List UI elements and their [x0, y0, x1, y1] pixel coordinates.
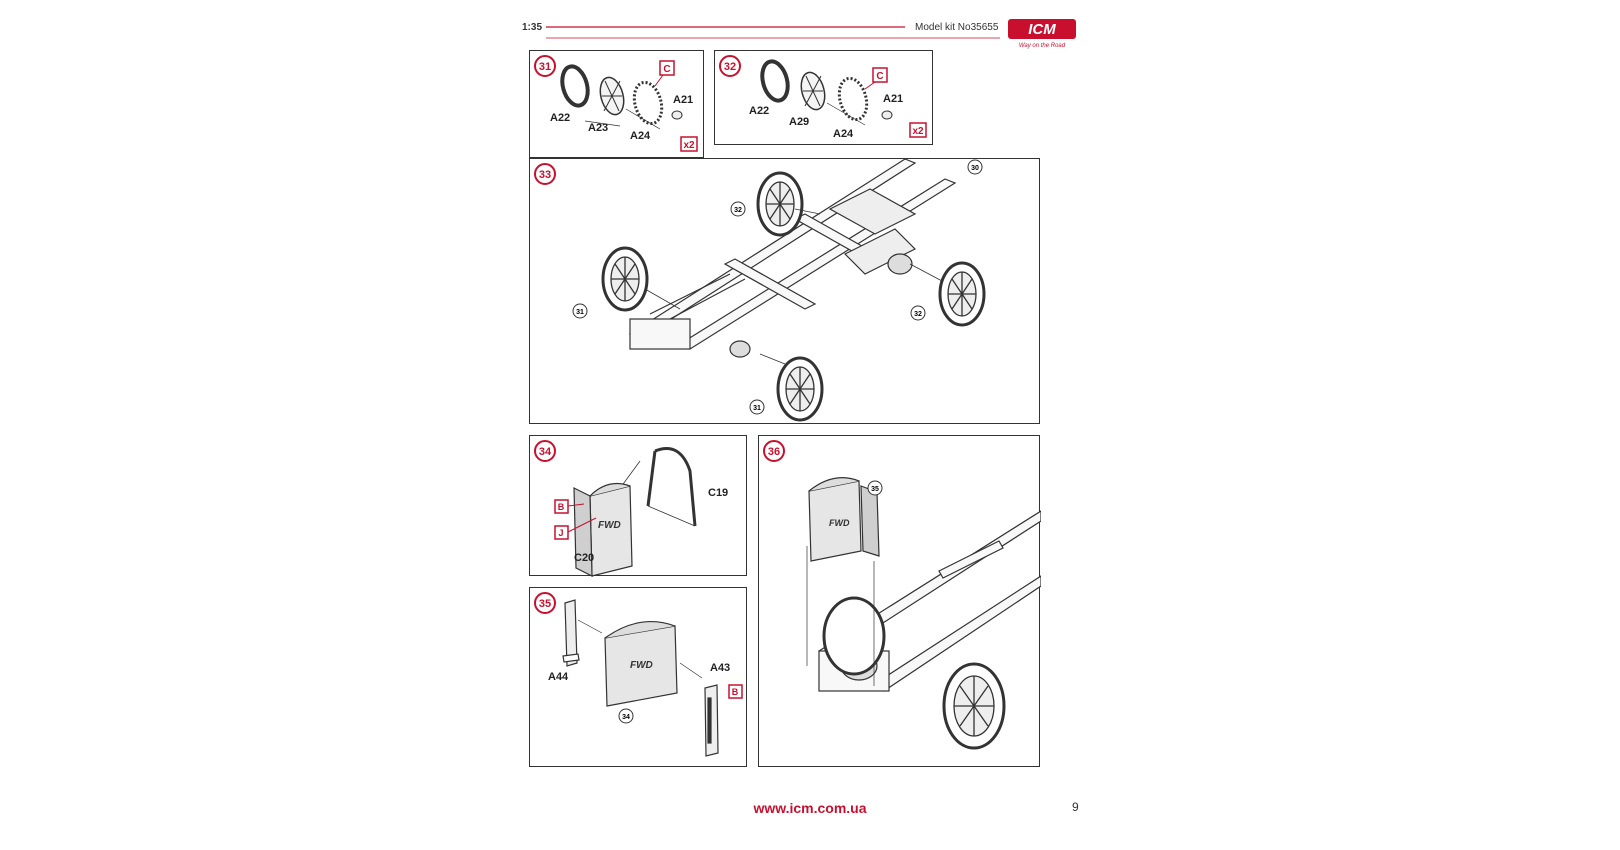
tire-part [560, 64, 590, 108]
step-31-panel: 31 C A21 A22 A23 A24 x2 [529, 50, 704, 158]
part-tag-c [659, 60, 675, 76]
svg-text:J: J [558, 528, 563, 538]
radiator-part [808, 477, 880, 562]
footer-url[interactable]: www.icm.com.ua [753, 800, 867, 816]
svg-text:32: 32 [914, 311, 922, 318]
svg-text:A24: A24 [630, 130, 651, 142]
svg-text:C20: C20 [574, 552, 594, 564]
svg-text:A21: A21 [673, 94, 693, 106]
svg-text:31: 31 [576, 309, 584, 316]
svg-text:A29: A29 [789, 116, 809, 128]
assembly-guides [806, 546, 875, 686]
radiator-part [573, 483, 633, 577]
fwd-emblem: FWD [630, 660, 653, 671]
svg-text:35: 35 [539, 598, 551, 610]
svg-text:C19: C19 [708, 487, 728, 499]
side-panel-a43 [704, 684, 719, 757]
step-number-badge [534, 55, 556, 77]
assembly-arrows [644, 208, 943, 365]
step-ref-markers: 30 32 31 32 31 [572, 159, 983, 415]
svg-text:A24: A24 [833, 128, 854, 140]
radiator-frame-part [646, 447, 697, 527]
wheel-front-right [776, 356, 824, 422]
svg-text:33: 33 [539, 169, 551, 181]
part-tag-c [872, 67, 888, 83]
svg-text:34: 34 [539, 446, 552, 458]
svg-text:Way on the Road: Way on the Road [1019, 43, 1066, 49]
icm-logo: ICM Way on the Road [1008, 19, 1076, 49]
wheel-front-left [601, 246, 649, 312]
svg-text:A21: A21 [883, 93, 903, 105]
svg-text:34: 34 [622, 714, 630, 721]
svg-text:32: 32 [724, 61, 736, 73]
radiator-part [604, 620, 678, 707]
svg-text:A23: A23 [588, 122, 608, 134]
step-number-badge [719, 55, 741, 77]
step-34-drawing: 34 FWD B J C19 C20 [534, 440, 728, 577]
step-36-panel: 36 FWD 35 [758, 435, 1042, 767]
step-33-panel: 33 [529, 158, 1040, 424]
step-number-badge [534, 440, 556, 462]
step-31-drawing: 31 C A21 A22 A23 A24 x2 [534, 55, 698, 152]
svg-text:A22: A22 [749, 105, 769, 117]
svg-text:B: B [732, 687, 739, 697]
part-tag-j [554, 525, 569, 540]
wheel-front [942, 662, 1006, 750]
svg-text:30: 30 [971, 165, 979, 172]
side-panel-a44 [562, 599, 580, 667]
header-rules [546, 26, 1000, 39]
step-number-badge [763, 440, 785, 462]
rim-part [632, 80, 664, 126]
svg-text:B: B [558, 502, 565, 512]
chassis-frame [628, 158, 957, 358]
step-34-panel: 34 FWD B J C19 C20 [529, 435, 747, 577]
tire-part [760, 59, 790, 103]
svg-text:C: C [876, 71, 883, 82]
svg-text:A43: A43 [710, 662, 730, 674]
svg-text:32: 32 [734, 207, 742, 214]
wheel-left [822, 596, 886, 676]
svg-text:x2: x2 [912, 126, 924, 137]
svg-text:31: 31 [753, 405, 761, 412]
page-number: 9 [1072, 800, 1079, 814]
fwd-emblem: FWD [598, 520, 621, 531]
svg-text:A44: A44 [548, 671, 569, 683]
multiplier-badge [909, 122, 927, 138]
step-number-badge [534, 592, 556, 614]
svg-text:A22: A22 [550, 112, 570, 124]
multiplier-badge [680, 136, 698, 152]
step-35-drawing: 35 FWD A44 A43 B 34 [534, 592, 743, 757]
svg-text:ICM: ICM [1028, 21, 1056, 38]
part-tag-b [728, 684, 743, 699]
scale-label: 1:35 [522, 22, 543, 33]
model-kit-label: Model kit No35655 [915, 22, 999, 33]
svg-text:C: C [663, 64, 670, 75]
svg-text:36: 36 [768, 446, 780, 458]
part-tag-b [554, 499, 569, 514]
step-33-drawing: 33 [534, 158, 986, 422]
rim-part [837, 76, 869, 122]
fwd-emblem: FWD [829, 518, 850, 528]
step-number-badge [534, 163, 556, 185]
wheel-rear-upper [756, 171, 804, 237]
step-35-panel: 35 FWD A44 A43 B 34 [529, 587, 747, 767]
step-36-drawing: 36 FWD 35 [763, 440, 1042, 750]
cap-part [671, 110, 683, 120]
step-32-panel: 32 C A21 A22 A29 A24 x2 [714, 50, 933, 145]
svg-text:x2: x2 [683, 140, 695, 151]
wheel-rear-right [938, 261, 986, 327]
cap-part [881, 110, 893, 120]
step-32-drawing: 32 C A21 A22 A29 A24 x2 [719, 55, 927, 140]
svg-text:35: 35 [871, 486, 879, 493]
svg-text:31: 31 [539, 61, 551, 73]
